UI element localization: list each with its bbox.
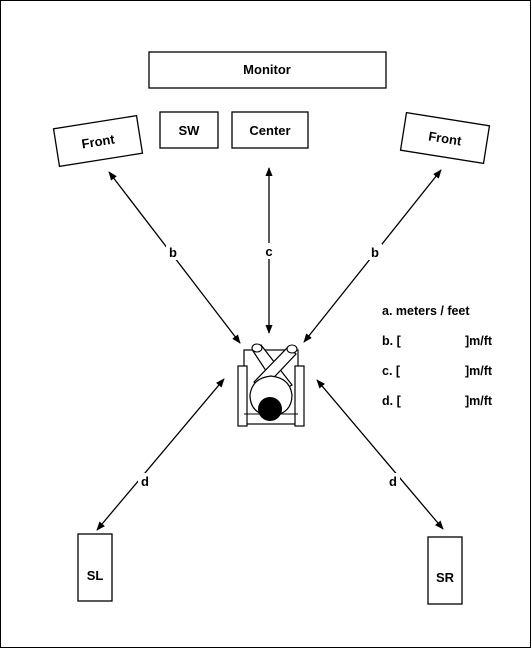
legend-c-prefix: c. [ xyxy=(382,364,401,378)
distance-label-c: c xyxy=(262,243,276,259)
legend-c-suffix: ]m/ft xyxy=(465,364,493,378)
surround-left-speaker: SL xyxy=(77,533,113,602)
monitor-box: Monitor xyxy=(148,51,387,89)
svg-text:c: c xyxy=(265,244,272,259)
legend-a: a. meters / feet xyxy=(382,304,470,318)
svg-text:d: d xyxy=(141,474,149,489)
distance-arrow-d-right xyxy=(316,379,444,530)
surround-right-label: SR xyxy=(436,570,455,585)
distance-arrow-d-left xyxy=(96,378,225,531)
distance-label-b-right: b xyxy=(368,244,382,260)
center-speaker-box: Center xyxy=(231,111,309,149)
subwoofer-box: SW xyxy=(159,111,219,149)
distance-label-b-left: b xyxy=(166,244,180,260)
front-left-speaker: Front xyxy=(52,114,144,168)
legend-d-prefix: d. [ xyxy=(382,394,402,408)
center-speaker-label: Center xyxy=(249,123,290,138)
front-right-speaker: Front xyxy=(399,111,491,165)
front-left-label: Front xyxy=(81,131,117,151)
distance-label-d-left: d xyxy=(138,473,152,489)
legend-d-suffix: ]m/ft xyxy=(465,394,493,408)
legend-b-suffix: ]m/ft xyxy=(465,334,493,348)
monitor-label: Monitor xyxy=(243,62,291,77)
legend-b-prefix: b. [ xyxy=(382,334,402,348)
svg-text:d: d xyxy=(389,474,397,489)
svg-text:b: b xyxy=(371,245,379,260)
front-right-label: Front xyxy=(427,128,463,148)
surround-left-label: SL xyxy=(87,568,104,583)
distance-label-d-right: d xyxy=(386,473,400,489)
subwoofer-label: SW xyxy=(179,123,201,138)
distance-legend: a. meters / feet b. [ ]m/ft c. [ ]m/ft d… xyxy=(382,304,493,408)
svg-text:b: b xyxy=(169,245,177,260)
listener-chair-icon xyxy=(237,343,305,427)
surround-right-speaker: SR xyxy=(427,536,463,605)
